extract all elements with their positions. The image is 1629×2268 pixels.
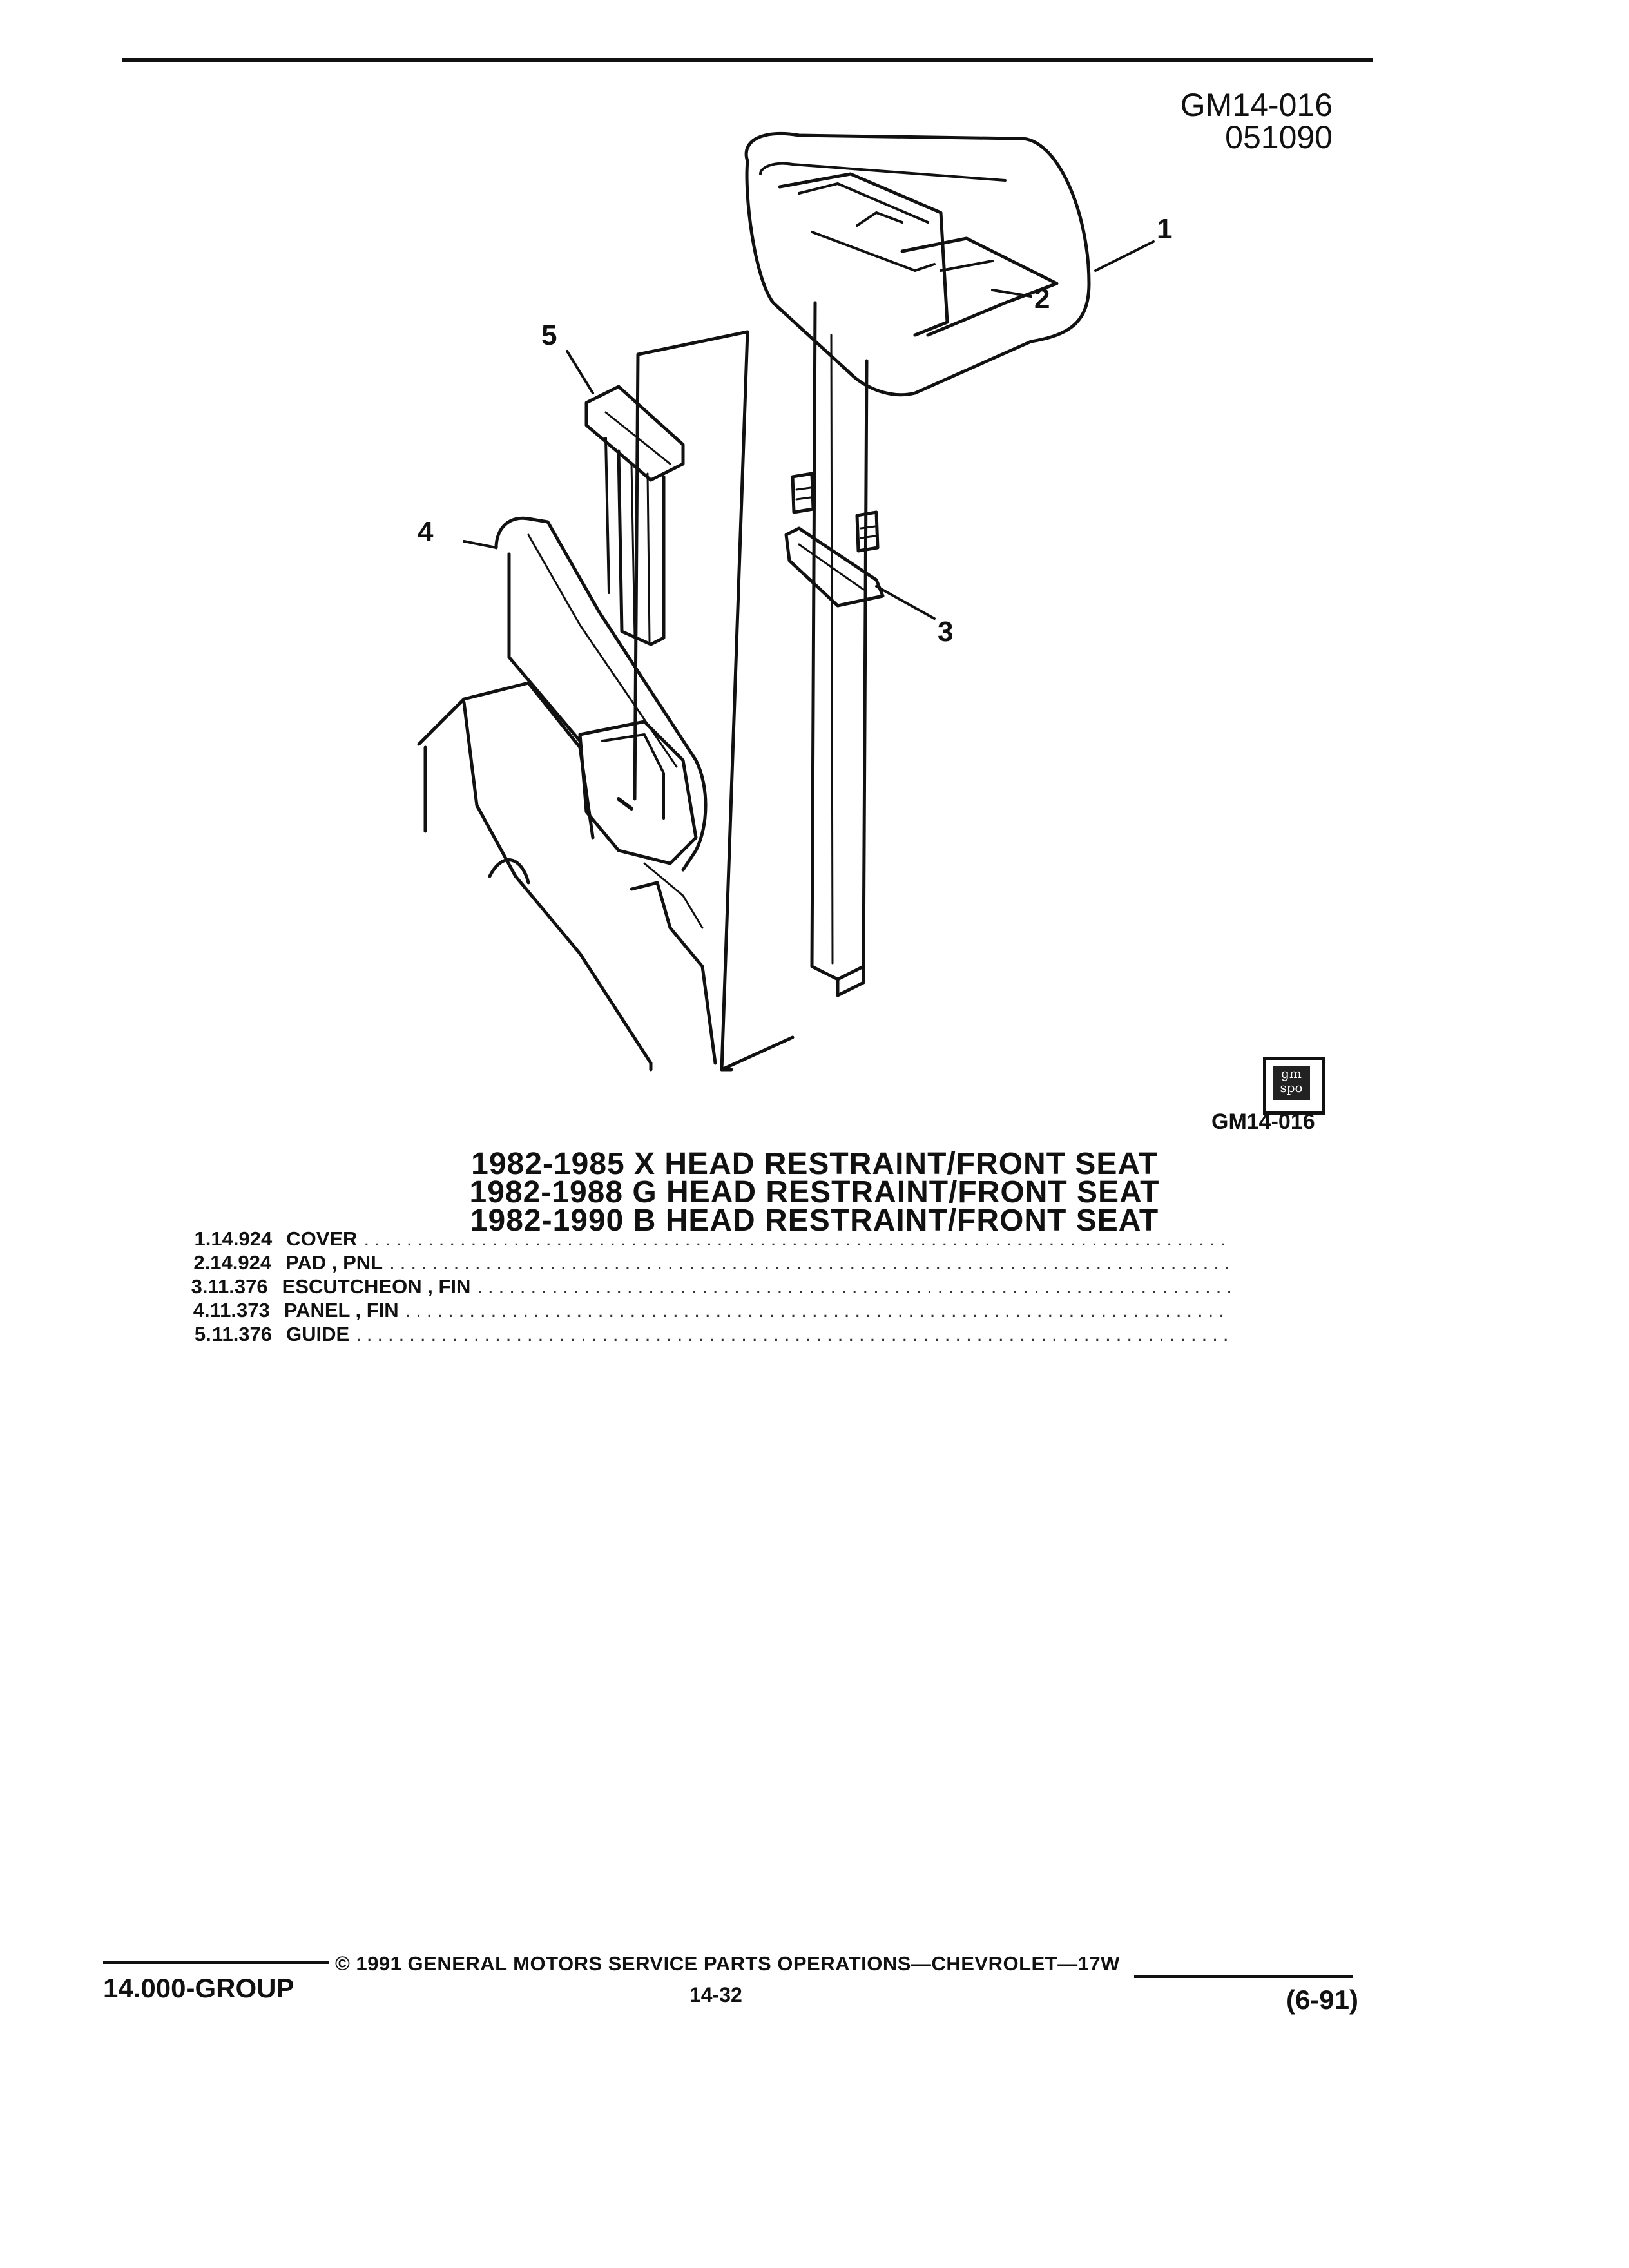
list-item: 1. 14.924 COVER ........................… (187, 1227, 1231, 1251)
top-rule (122, 58, 1373, 62)
part-group-ref: 11.373 (209, 1299, 270, 1321)
list-item: 2. 14.924 PAD , PNL ....................… (187, 1251, 1231, 1275)
guide (584, 385, 685, 646)
callout-3: 3 (938, 616, 953, 648)
part-group-ref: 14.924 (210, 1251, 272, 1274)
document-code-line2: 051090 (1225, 119, 1333, 155)
leader-dots: ........................................… (389, 1251, 1231, 1274)
group-label: 14.000-GROUP (103, 1973, 294, 2003)
logo-caption: GM14-016 (1211, 1110, 1315, 1134)
panel-frame (494, 516, 708, 872)
title-line-1: 1982-1985 X HEAD RESTRAINT/FRONT SEAT (471, 1147, 1158, 1181)
callout-2: 2 (1034, 283, 1050, 314)
parts-list: 1. 14.924 COVER ........................… (187, 1227, 1231, 1347)
headrest-post (810, 301, 869, 997)
revision-date: (6-91) (1286, 1984, 1358, 2015)
part-name: PANEL , FIN (284, 1299, 399, 1321)
list-item: 3. 11.376 ESCUTCHEON , FIN .............… (187, 1275, 1231, 1299)
logo-text-top: gm (1281, 1066, 1302, 1081)
leader-dots: ........................................… (363, 1227, 1231, 1250)
list-item: 4. 11.373 PANEL , FIN ..................… (187, 1299, 1231, 1323)
diagram-titles: 1982-1985 X HEAD RESTRAINT/FRONT SEAT 19… (0, 1147, 1629, 1238)
document-code: GM14-016 051090 (1181, 89, 1333, 153)
gmspo-logo: gm spo (1263, 1057, 1325, 1115)
title-line-2: 1982-1988 G HEAD RESTRAINT/FRONT SEAT (469, 1175, 1160, 1209)
escutcheon (784, 472, 885, 608)
exploded-parts-diagram: 1 2 3 4 5 (417, 131, 1172, 1072)
leader-dots: ........................................… (356, 1323, 1231, 1345)
part-group-ref: 11.376 (211, 1323, 273, 1345)
leader-dots: ........................................… (405, 1299, 1231, 1321)
seat-frame (417, 681, 717, 1072)
part-name: PAD , PNL (285, 1251, 383, 1274)
part-number: 1. (194, 1227, 211, 1250)
callout-4: 4 (418, 516, 434, 548)
logo-text-bottom: spo (1280, 1080, 1303, 1095)
part-name: COVER (286, 1227, 358, 1250)
part-name: GUIDE (286, 1323, 350, 1345)
callout-5: 5 (541, 320, 557, 351)
list-item: 5. 11.376 GUIDE ........................… (187, 1323, 1231, 1347)
callout-1: 1 (1157, 213, 1172, 245)
leader-dots: ........................................… (477, 1275, 1231, 1298)
part-group-ref: 11.376 (207, 1275, 268, 1298)
part-number: 3. (191, 1275, 208, 1298)
leader-lines (463, 240, 1155, 620)
part-group-ref: 14.924 (211, 1227, 273, 1250)
page-number: 14-32 (689, 1983, 742, 2006)
footer-rule-right (1134, 1975, 1353, 1978)
part-number: 4. (193, 1299, 210, 1321)
document-code-line1: GM14-016 (1180, 87, 1333, 123)
part-number: 5. (194, 1323, 211, 1345)
copyright-notice: © 1991 GENERAL MOTORS SERVICE PARTS OPER… (335, 1952, 1120, 1975)
headrest-cover (744, 131, 1091, 397)
title-line-3: 1982-1990 B HEAD RESTRAINT/FRONT SEAT (470, 1204, 1159, 1238)
footer-rule-left (103, 1961, 329, 1964)
part-name: ESCUTCHEON , FIN (282, 1275, 471, 1298)
part-number: 2. (193, 1251, 211, 1274)
